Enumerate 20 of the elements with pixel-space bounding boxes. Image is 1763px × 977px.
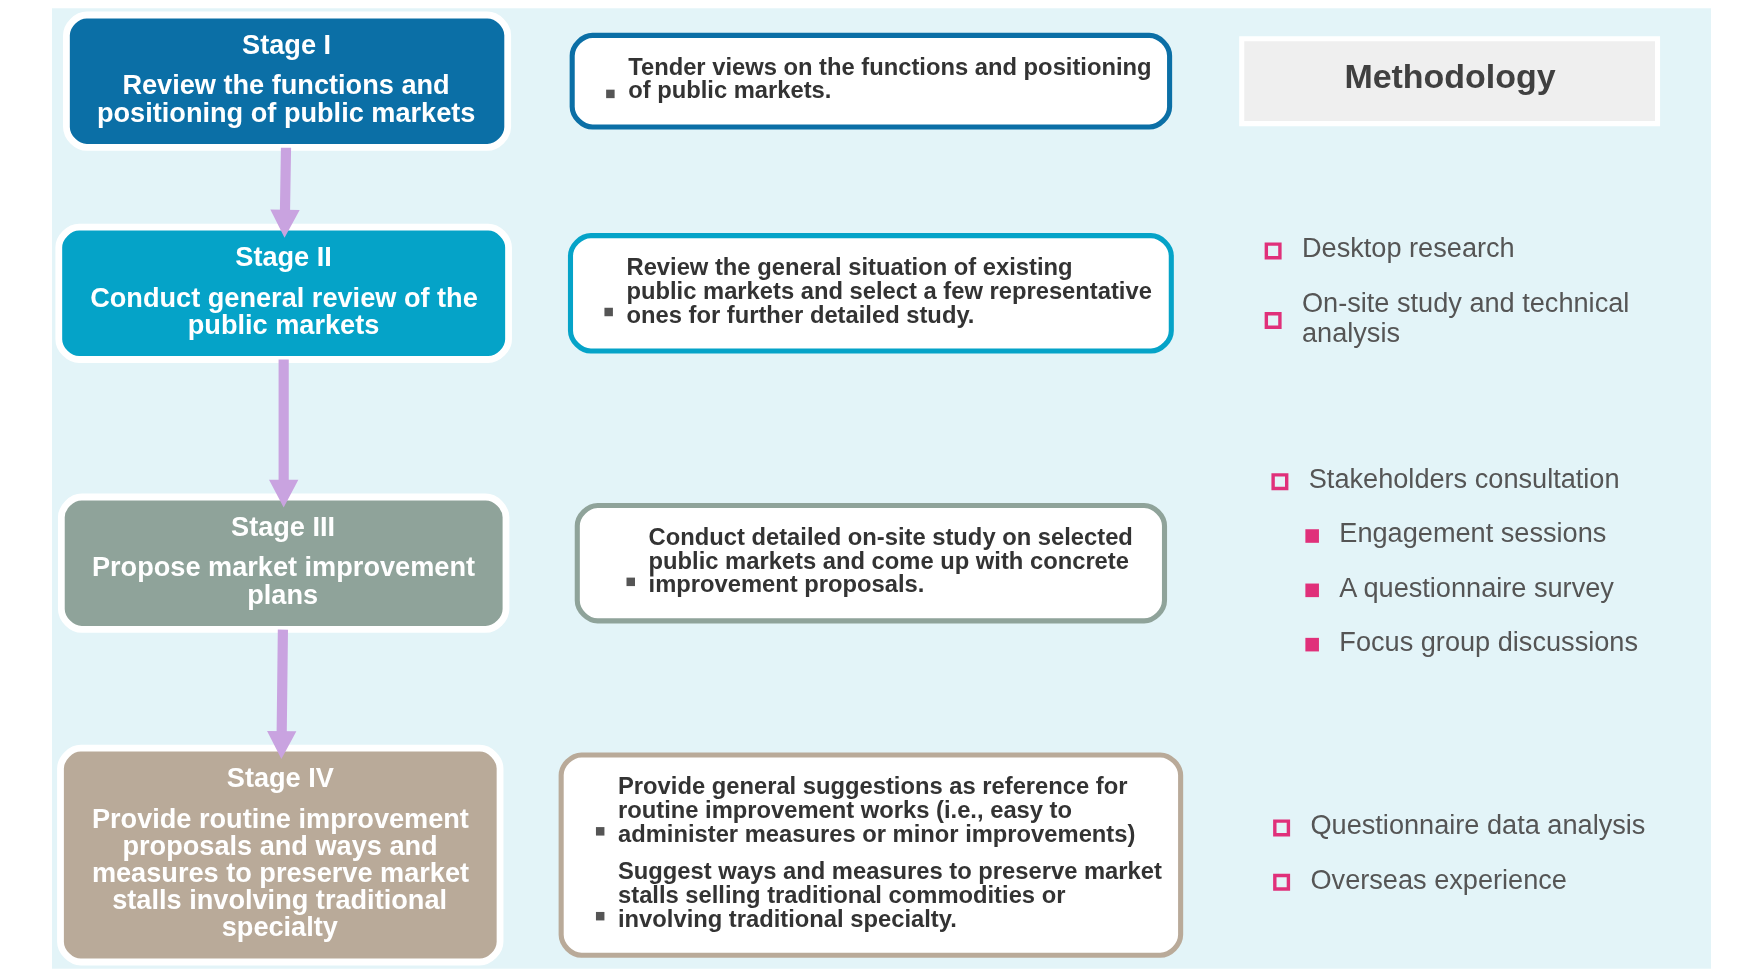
node-box: Methodology (1239, 36, 1661, 127)
node-box: Stage II Conduct general review of the public markets (55, 223, 512, 363)
node-box: Provide general suggestions as reference for routine improvement works (i.e., easy to administer measures or minor improvements) Suggest ways and measures to preserve market stalls selling traditional commodities or involving traditional specialty. (558, 752, 1184, 958)
arrow (270, 147, 300, 238)
label: Overseas experience (1310, 863, 1567, 895)
label: Questionnaire data analysis (1310, 809, 1646, 841)
node-box: Review the general situation of existing public markets and select a few representative ones for further detailed study. (567, 233, 1174, 354)
label: Engagement sessions (1339, 517, 1607, 549)
node-box: Stage I Review the functions and positioning of public markets (63, 11, 512, 151)
label: Focus group discussions (1339, 626, 1639, 658)
node-box: Tender views on the functions and positioning of public markets. (569, 32, 1173, 130)
label: Stakeholders consultation (1308, 463, 1620, 495)
arrow (267, 629, 297, 760)
label: On-site study and technical analysis (1301, 286, 1630, 349)
node-box: Conduct detailed on-site study on selected public markets and come up with concrete improvement proposals. (574, 502, 1168, 624)
arrow (269, 359, 299, 508)
node-box: Stage IV Provide routine improvement proposals and ways and measures to preserve market stalls involving traditional specialty (57, 744, 504, 966)
node-box: Stage III Propose market improvement plans (57, 493, 510, 633)
label: A questionnaire survey (1339, 571, 1614, 603)
label: Desktop research (1301, 232, 1515, 264)
